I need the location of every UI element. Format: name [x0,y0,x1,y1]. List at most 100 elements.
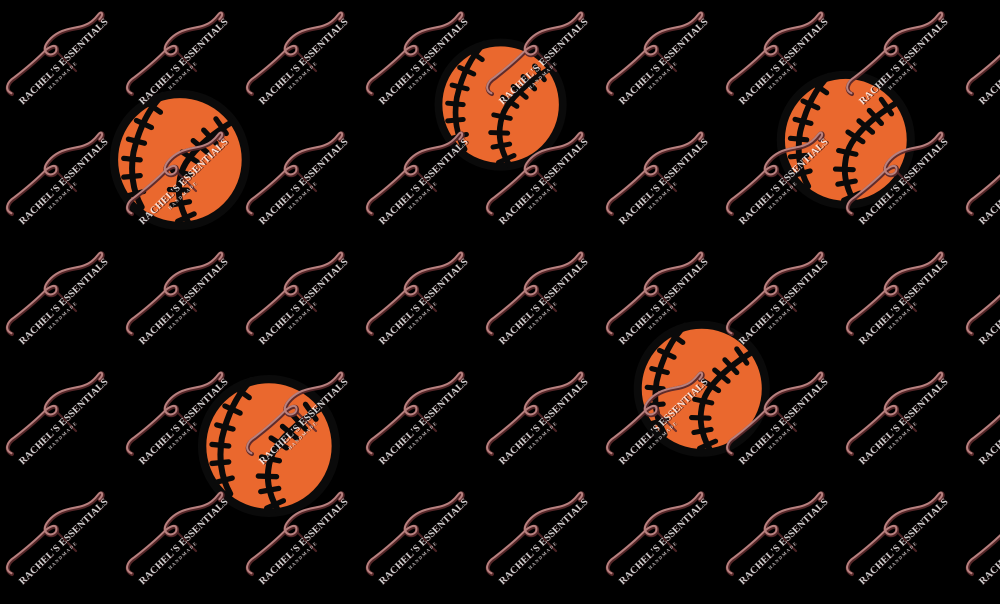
watermark-brand: RACHEL'S ESSENTIALS [977,137,1000,228]
watermark-text: RACHEL'S ESSENTIALS HANDMADE [377,257,475,352]
watermark: RACHEL'S ESSENTIALS HANDMADE [720,240,840,360]
swirl-flourish-icon [725,11,825,96]
swirl-flourish-icon [5,491,105,576]
watermark-brand: RACHEL'S ESSENTIALS [17,496,111,588]
watermark-brand: RACHEL'S ESSENTIALS [497,136,591,228]
watermark-text: RACHEL'S ESSENTIALS HANDMADE [257,17,355,112]
swirl-flourish-icon [485,491,585,576]
watermark-brand: RACHEL'S ESSENTIALS [137,256,231,348]
watermark-brand: RACHEL'S ESSENTIALS [857,16,951,108]
watermark: RACHEL'S ESSENTIALS HANDMADE [720,480,840,600]
watermark-brand: RACHEL'S ESSENTIALS [617,256,711,348]
watermark: RACHEL'S ESSENTIALS HANDMADE [600,360,720,480]
watermark: RACHEL'S ESSENTIALS HANDMADE [240,240,360,360]
watermark-brand: RACHEL'S ESSENTIALS [257,256,351,348]
watermark-brand: RACHEL'S ESSENTIALS [17,376,111,468]
watermark-brand: RACHEL'S ESSENTIALS [857,496,951,588]
watermark-text: RACHEL'S ESSENTIALS HANDMADE [377,377,475,472]
swirl-flourish-icon [965,414,1000,456]
watermark-brand: RACHEL'S ESSENTIALS [377,376,471,468]
watermark-tagline: HANDMADE [647,180,679,211]
swirl-flourish-icon [965,54,1000,96]
watermark-tagline: HANDMADE [407,180,439,211]
swirl-flourish-icon [485,131,585,216]
watermark-brand: RACHEL'S ESSENTIALS [497,256,591,348]
watermark-tagline: HANDMADE [527,420,559,451]
swirl-flourish-icon [725,131,825,216]
watermark-tagline: HANDMADE [527,540,559,571]
watermark: RACHEL'S ESSENTIALS HANDMADE [480,480,600,600]
swirl-flourish-icon [365,491,465,576]
watermark: RACHEL'S ESSENTIALS HANDMADE [840,480,960,600]
watermark-tagline: HANDMADE [767,60,799,91]
watermark-text: RACHEL'S ESSENTIALS HANDMADE [137,377,235,472]
swirl-flourish-icon [245,371,345,456]
watermark-brand: RACHEL'S ESSENTIALS [617,376,711,468]
watermark: RACHEL'S ESSENTIALS HANDMADE [240,480,360,600]
watermark-tagline: HANDMADE [647,420,679,451]
watermark: RACHEL'S ESSENTIALS HANDMADE [600,0,720,120]
watermark-text: RACHEL'S ESSENTIALS HANDMADE [857,137,955,232]
watermark-text: RACHEL'S ESSENTIALS HANDMADE [857,377,955,472]
watermark-text: RACHEL'S ESSENTIALS HANDMADE [857,17,955,112]
watermark-tagline: HANDMADE [167,60,199,91]
swirl-flourish-icon [365,131,465,216]
watermark-brand: RACHEL'S ESSENTIALS [977,17,1000,108]
swirl-flourish-icon [845,491,945,576]
watermark-text: RACHEL'S ESSENTIALS HANDMADE [497,17,595,112]
swirl-flourish-icon [725,491,825,576]
watermark-tagline: HANDMADE [767,540,799,571]
watermark: RACHEL'S ESSENTIALS HANDMADE [480,0,600,120]
watermark-brand: RACHEL'S ESSENTIALS [377,256,471,348]
watermark-brand: RACHEL'S ESSENTIALS [497,376,591,468]
watermark-brand: RACHEL'S ESSENTIALS [737,256,831,348]
watermark: RACHEL'S ESSENTIALS HANDMADE [360,360,480,480]
watermark-text: RACHEL'S ESSENTIALS HANDMADE [977,137,1000,232]
watermark: RACHEL'S ESSENTIALS HANDMADE [840,240,960,360]
watermark: RACHEL'S ESSENTIALS HANDMADE [0,120,120,240]
watermark-text: RACHEL'S ESSENTIALS HANDMADE [737,17,835,112]
swirl-flourish-icon [725,251,825,336]
watermark-tagline: HANDMADE [47,420,79,451]
watermark-brand: RACHEL'S ESSENTIALS [137,136,231,228]
watermark: RACHEL'S ESSENTIALS HANDMADE [600,480,720,600]
watermark-text: RACHEL'S ESSENTIALS HANDMADE [377,137,475,232]
watermark-text: RACHEL'S ESSENTIALS HANDMADE [977,257,1000,352]
watermark: RACHEL'S ESSENTIALS HANDMADE [480,240,600,360]
watermark-brand: RACHEL'S ESSENTIALS [857,376,951,468]
watermark: RACHEL'S ESSENTIALS HANDMADE [840,120,960,240]
swirl-flourish-icon [5,131,105,216]
watermark: RACHEL'S ESSENTIALS HANDMADE [720,360,840,480]
swirl-flourish-icon [725,371,825,456]
swirl-flourish-icon [845,371,945,456]
watermark-text: RACHEL'S ESSENTIALS HANDMADE [737,377,835,472]
watermark-tagline: HANDMADE [647,540,679,571]
watermark-brand: RACHEL'S ESSENTIALS [617,16,711,108]
watermark: RACHEL'S ESSENTIALS HANDMADE [0,0,120,120]
watermark-text: RACHEL'S ESSENTIALS HANDMADE [497,257,595,352]
watermark-tagline: HANDMADE [647,300,679,331]
watermark-tagline: HANDMADE [407,300,439,331]
watermark-tagline: HANDMADE [887,60,919,91]
watermark-brand: RACHEL'S ESSENTIALS [17,256,111,348]
watermark-brand: RACHEL'S ESSENTIALS [17,136,111,228]
watermark-tagline: HANDMADE [527,60,559,91]
watermark: RACHEL'S ESSENTIALS HANDMADE [120,120,240,240]
watermark-tagline: HANDMADE [767,300,799,331]
watermark-tagline: HANDMADE [527,300,559,331]
watermark-brand: RACHEL'S ESSENTIALS [137,496,231,588]
watermark-brand: RACHEL'S ESSENTIALS [257,496,351,588]
watermark-tagline: HANDMADE [767,420,799,451]
watermark-text: RACHEL'S ESSENTIALS HANDMADE [617,257,715,352]
swirl-flourish-icon [965,294,1000,336]
watermark-text: RACHEL'S ESSENTIALS HANDMADE [617,17,715,112]
watermark-brand: RACHEL'S ESSENTIALS [977,377,1000,468]
swirl-flourish-icon [845,251,945,336]
watermark-text: RACHEL'S ESSENTIALS HANDMADE [17,257,115,352]
watermark-brand: RACHEL'S ESSENTIALS [737,16,831,108]
swirl-flourish-icon [125,251,225,336]
swirl-flourish-icon [245,131,345,216]
watermark-brand: RACHEL'S ESSENTIALS [977,257,1000,348]
swirl-flourish-icon [365,251,465,336]
